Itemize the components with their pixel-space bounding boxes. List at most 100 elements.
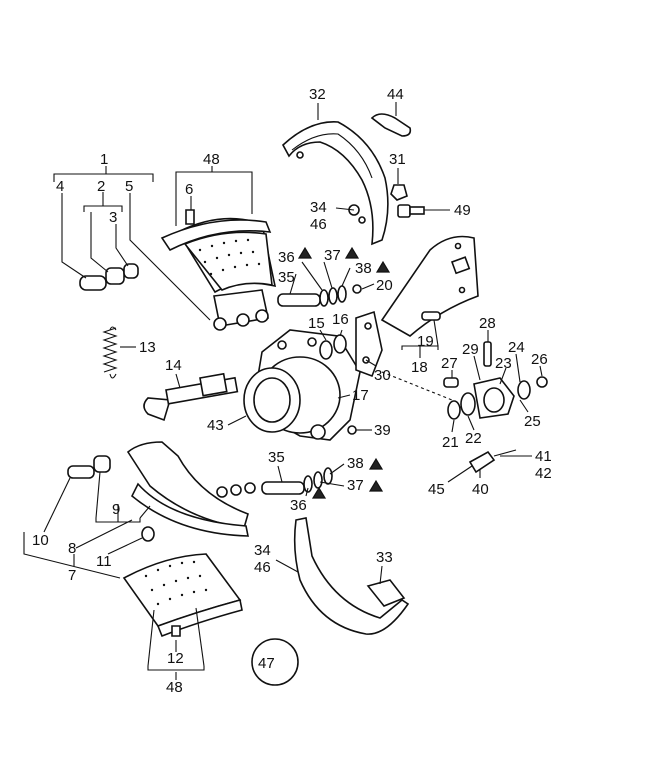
- part-21-22-seals: [447, 392, 476, 420]
- callout-44: 44: [387, 86, 404, 103]
- part-20-grease-nipple: [352, 284, 362, 294]
- part-14-camshaft: [143, 372, 239, 422]
- callout-19: 19: [417, 333, 434, 350]
- callout-12: 12: [167, 650, 184, 667]
- callout-48-lower: 48: [166, 679, 183, 696]
- part-9-roller: [93, 455, 111, 473]
- part-12-rivet: [171, 625, 181, 637]
- callout-28: 28: [479, 315, 496, 332]
- part-24-26-fittings: [517, 376, 548, 400]
- part-40-clevis: [468, 449, 517, 474]
- callout-34-lower: 34: [254, 542, 271, 559]
- callout-2: 2: [97, 178, 105, 195]
- triangle-icon: [375, 260, 391, 273]
- part-10-pin: [67, 465, 95, 479]
- callout-23: 23: [495, 355, 512, 372]
- callout-24: 24: [508, 339, 525, 356]
- callout-8: 8: [68, 540, 76, 557]
- part-23-slack-adjuster: [473, 377, 515, 419]
- triangle-icon: [311, 486, 327, 499]
- callout-37-lower: 37: [347, 477, 364, 494]
- part-3-bushing: [123, 263, 139, 279]
- callout-29: 29: [462, 341, 479, 358]
- callout-16: 16: [332, 311, 349, 328]
- part-43-bushing-ring: [243, 367, 301, 433]
- part-lower-brake-shoe: [126, 441, 256, 537]
- callout-25: 25: [524, 413, 541, 430]
- callout-1: 1: [100, 151, 108, 168]
- callout-37-upper: 37: [324, 247, 341, 264]
- callout-34-upper: 34: [310, 199, 327, 216]
- callout-35-lower: 35: [268, 449, 285, 466]
- callout-22: 22: [465, 430, 482, 447]
- part-2-roller: [105, 267, 125, 285]
- triangle-icon: [297, 246, 313, 259]
- callout-18: 18: [411, 359, 428, 376]
- part-11-bushing: [141, 526, 155, 542]
- callout-15: 15: [308, 315, 325, 332]
- part-19-mounting-arm: [380, 235, 479, 337]
- callout-33: 33: [376, 549, 393, 566]
- part-13-spring: [102, 326, 118, 379]
- callout-17: 17: [352, 387, 369, 404]
- callout-11: 11: [96, 553, 112, 570]
- callout-48-upper: 48: [203, 151, 220, 168]
- triangle-icon: [368, 457, 384, 470]
- part-4-pin: [79, 275, 107, 291]
- callout-47-circle: [251, 638, 299, 686]
- callout-7: 7: [68, 567, 76, 584]
- callout-36-upper: 36: [278, 249, 295, 266]
- callout-21: 21: [442, 434, 459, 451]
- part-36-37-38-lower-washers: [303, 467, 333, 493]
- part-33-lower-dust-shield: [293, 517, 410, 635]
- callout-20: 20: [376, 277, 393, 294]
- callout-6: 6: [185, 181, 193, 198]
- part-35-lower-anchor-pin: [261, 481, 305, 495]
- part-18-bolt: [421, 311, 441, 321]
- callout-30: 30: [374, 367, 391, 384]
- callout-27: 27: [441, 355, 458, 372]
- part-48-upper-brake-shoe: [160, 209, 277, 331]
- callout-43: 43: [207, 417, 224, 434]
- callout-5: 5: [125, 178, 133, 195]
- leader-lines: [23, 102, 543, 680]
- callout-38-lower: 38: [347, 455, 364, 472]
- part-35-upper-anchor-pin: [277, 293, 321, 307]
- part-32-dust-shield: [281, 121, 389, 246]
- callout-49: 49: [454, 202, 471, 219]
- part-27-bolt: [443, 377, 459, 388]
- callout-40: 40: [472, 481, 489, 498]
- callout-32: 32: [309, 86, 326, 103]
- part-30-bracket: [355, 310, 383, 378]
- callout-45: 45: [428, 481, 445, 498]
- part-49-bolt: [397, 204, 425, 218]
- callout-10: 10: [32, 532, 49, 549]
- callout-46-upper: 46: [310, 216, 327, 233]
- callout-31: 31: [389, 151, 406, 168]
- callout-14: 14: [165, 357, 182, 374]
- part-36-37-38-upper-washers: [319, 285, 347, 307]
- callout-labels: 1 2 3 4 5 6 48 32 44 31 49 34 46 36 37 3…: [32, 86, 552, 696]
- callout-9: 9: [112, 501, 120, 518]
- part-lower-lining: [122, 553, 243, 638]
- callout-4: 4: [56, 178, 64, 195]
- callout-42: 42: [535, 465, 552, 482]
- part-44-pad: [370, 113, 412, 137]
- callout-13: 13: [139, 339, 156, 356]
- part-39-grease-nipple: [347, 425, 357, 435]
- part-31-nut: [390, 184, 408, 201]
- callout-41: 41: [535, 448, 552, 465]
- callout-39: 39: [374, 422, 391, 439]
- part-28-pin: [483, 341, 492, 367]
- triangle-icon: [344, 246, 360, 259]
- callout-46-lower: 46: [254, 559, 271, 576]
- triangle-icon: [368, 479, 384, 492]
- callout-47: 47: [258, 655, 275, 672]
- callout-36-lower: 36: [290, 497, 307, 514]
- callout-26: 26: [531, 351, 548, 368]
- callout-35-upper: 35: [278, 269, 295, 286]
- callout-38-upper: 38: [355, 260, 372, 277]
- callout-3: 3: [109, 209, 117, 226]
